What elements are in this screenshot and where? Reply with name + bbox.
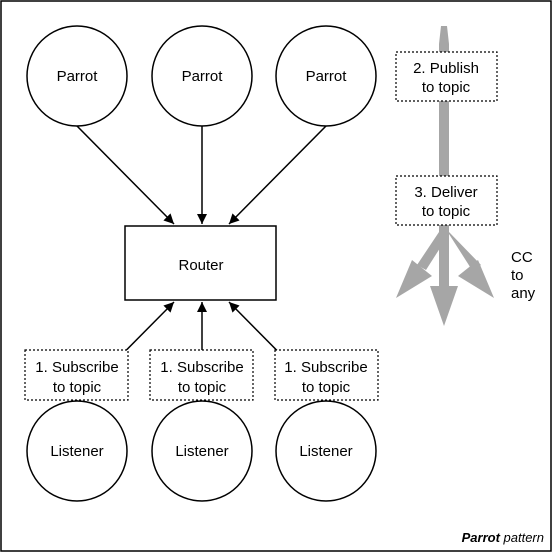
svg-text:1. Subscribe: 1. Subscribe (160, 359, 243, 376)
parrot-to-router-arrow (228, 125, 327, 225)
svg-text:2. Publish: 2. Publish (413, 60, 479, 77)
parrot-node-2: Parrot (151, 25, 253, 127)
diagram-caption: Parrot pattern (462, 530, 544, 545)
parrot-label: Parrot (57, 68, 99, 85)
listener-label: Listener (175, 443, 228, 460)
svg-text:1. Subscribe: 1. Subscribe (284, 359, 367, 376)
svg-text:to topic: to topic (302, 379, 351, 396)
parrot-label: Parrot (306, 68, 348, 85)
parrot-node-3: Parrot (275, 25, 377, 127)
subscribe-label-2: 1. Subscribe to topic (149, 349, 254, 401)
publish-label: 2. Publish to topic (395, 51, 498, 102)
svg-text:any: any (511, 285, 536, 302)
parrot-node-1: Parrot (26, 25, 128, 127)
svg-text:to topic: to topic (53, 379, 102, 396)
router-node: Router (124, 225, 277, 301)
svg-text:to topic: to topic (422, 203, 471, 220)
caption-rest: pattern (500, 530, 544, 545)
svg-text:to: to (511, 267, 524, 284)
caption-bold-word: Parrot (462, 530, 501, 545)
flow-arrowhead-center (430, 286, 458, 326)
listener-node-2: Listener (151, 400, 253, 502)
listener-label: Listener (299, 443, 352, 460)
listener-label: Listener (50, 443, 103, 460)
svg-text:1. Subscribe: 1. Subscribe (35, 359, 118, 376)
svg-text:to topic: to topic (178, 379, 227, 396)
flow-arrowhead-left (396, 260, 432, 298)
router-label: Router (178, 257, 223, 274)
subscribe-label-1: 1. Subscribe to topic (24, 349, 129, 401)
deliver-label: 3. Deliver to topic (395, 175, 498, 226)
svg-text:CC: CC (511, 249, 533, 266)
cc-to-any-note: CC to any (511, 249, 536, 302)
listener-node-1: Listener (26, 400, 128, 502)
parrot-to-router-arrow (76, 125, 175, 225)
flow-arrow (396, 26, 494, 326)
flow-arrowhead-right (458, 260, 494, 298)
svg-text:to topic: to topic (422, 79, 471, 96)
parrot-label: Parrot (182, 68, 224, 85)
svg-text:3. Deliver: 3. Deliver (414, 184, 477, 201)
subscribe-label-3: 1. Subscribe to topic (274, 349, 379, 401)
listener-node-3: Listener (275, 400, 377, 502)
